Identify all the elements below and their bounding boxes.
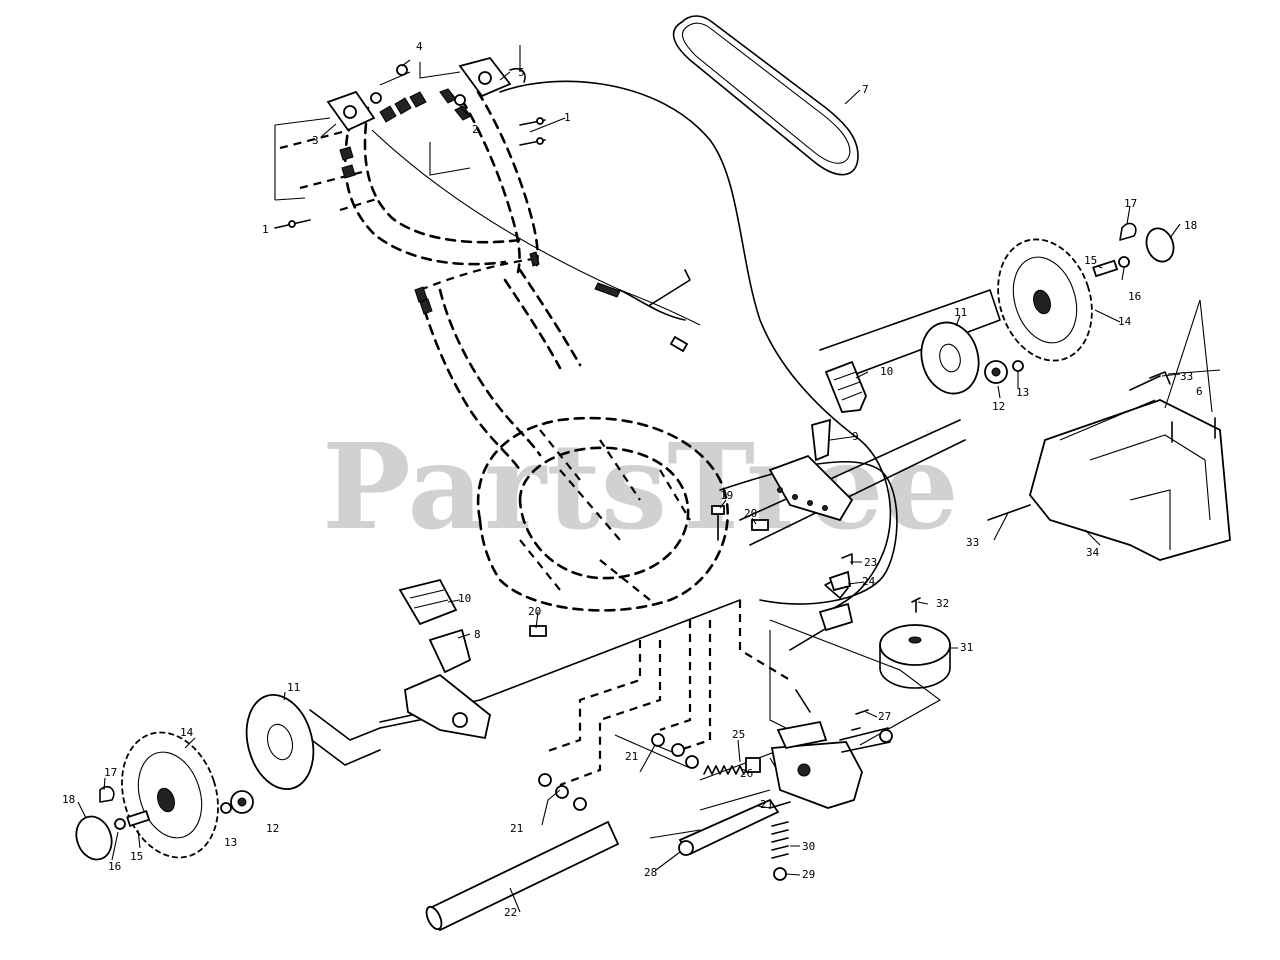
- callout-18: 18: [62, 793, 75, 806]
- callout-labels: 1 1 2 3 4 5 6 7 8 9 10 10 11 11 12 12 13…: [62, 40, 1203, 919]
- wheel-hardware-right[interactable]: [1092, 222, 1178, 278]
- drive-spring[interactable]: [703, 757, 761, 775]
- shift-link-rod[interactable]: [789, 579, 854, 713]
- wheel-right[interactable]: [983, 227, 1107, 373]
- callout-8: 8: [474, 628, 481, 641]
- front-axle-tube[interactable]: [423, 820, 620, 932]
- callout-24: 24: [862, 575, 876, 588]
- callout-30: 30: [802, 840, 815, 853]
- wheel-hardware-left[interactable]: [71, 785, 151, 865]
- transmission-gearbox[interactable]: [770, 720, 893, 809]
- height-lever-grip-right[interactable]: [824, 360, 867, 413]
- callout-11: 11: [287, 681, 300, 694]
- wheel-gear-right[interactable]: [984, 360, 1024, 384]
- wheel-cover-right[interactable]: [914, 316, 987, 400]
- height-adjuster-right[interactable]: [768, 418, 854, 522]
- pulley-key[interactable]: [911, 597, 921, 613]
- small-fasteners[interactable]: [529, 505, 869, 809]
- callout-7: 7: [862, 83, 869, 96]
- callout-15: 15: [130, 850, 143, 863]
- handle-nuts[interactable]: [370, 64, 466, 106]
- callout-14: 14: [1118, 315, 1132, 328]
- callout-16: 16: [108, 860, 121, 873]
- drive-belt[interactable]: [672, 15, 859, 176]
- drive-shaft[interactable]: [678, 798, 780, 856]
- callout-13: 13: [1016, 386, 1029, 399]
- callout-28: 28: [644, 866, 657, 879]
- handle-bolts[interactable]: [274, 117, 546, 229]
- callout-15: 15: [1084, 254, 1097, 267]
- callout-1: 1: [564, 111, 571, 124]
- callout-2: 2: [472, 123, 479, 136]
- handle-assembly[interactable]: [279, 90, 582, 472]
- callout-22: 22: [504, 906, 517, 919]
- callout-17: 17: [1124, 197, 1137, 210]
- rear-axle-right[interactable]: [739, 289, 1001, 546]
- deck-nuts[interactable]: [538, 733, 699, 811]
- callout-6: 6: [1196, 385, 1203, 398]
- callout-16: 16: [1128, 290, 1141, 303]
- height-lever-grip-left[interactable]: [398, 578, 458, 626]
- chute-bolts[interactable]: [987, 371, 1216, 521]
- callout-10: 10: [458, 592, 471, 605]
- guide-lines: [544, 600, 942, 839]
- leader-lines: [77, 59, 1221, 913]
- callout-25: 25: [732, 728, 745, 741]
- wheel-gear-left[interactable]: [220, 790, 254, 814]
- callout-18: 18: [1184, 219, 1197, 232]
- callout-21: 21: [510, 822, 523, 835]
- spring-30[interactable]: [771, 821, 789, 881]
- callout-31: 31: [960, 641, 973, 654]
- callout-29: 29: [802, 868, 815, 881]
- callout-21: 21: [760, 798, 773, 811]
- callout-19: 19: [720, 489, 733, 502]
- callout-33: 33: [1180, 370, 1193, 383]
- callout-3: 3: [312, 134, 319, 147]
- wheel-left[interactable]: [106, 720, 233, 870]
- height-adjuster-left[interactable]: [404, 628, 491, 740]
- callout-21: 21: [625, 750, 638, 763]
- callout-32: 32: [936, 597, 949, 610]
- callout-12: 12: [266, 822, 279, 835]
- callout-9: 9: [852, 430, 859, 443]
- transmission-pulley[interactable]: [879, 624, 951, 689]
- callout-11: 11: [954, 306, 967, 319]
- callout-20: 20: [744, 507, 757, 520]
- callout-10: 10: [880, 365, 893, 378]
- control-cable[interactable]: [371, 80, 892, 611]
- callout-5: 5: [518, 66, 525, 79]
- callout-4: 4: [416, 40, 423, 53]
- callout-20: 20: [528, 605, 541, 618]
- wheel-cover-left[interactable]: [237, 687, 324, 796]
- callout-26: 26: [740, 767, 753, 780]
- callout-13: 13: [224, 836, 237, 849]
- rear-axle-left[interactable]: [304, 599, 741, 766]
- control-lever-left[interactable]: [326, 90, 376, 132]
- watermark-text: PartsTree: [322, 417, 959, 556]
- callout-12: 12: [992, 400, 1005, 413]
- discharge-chute[interactable]: [1029, 399, 1231, 561]
- callout-17: 17: [104, 766, 117, 779]
- control-lever-right[interactable]: [458, 56, 526, 98]
- callout-33: 33: [966, 536, 979, 549]
- callout-34: 34: [1086, 546, 1100, 559]
- watermark-trademark: ™: [925, 430, 935, 441]
- callout-27: 27: [878, 710, 891, 723]
- mower-deck[interactable]: [476, 416, 898, 612]
- callout-1: 1: [262, 223, 269, 236]
- callout-23: 23: [864, 556, 877, 569]
- handle-grips: [339, 88, 540, 315]
- callout-14: 14: [180, 726, 194, 739]
